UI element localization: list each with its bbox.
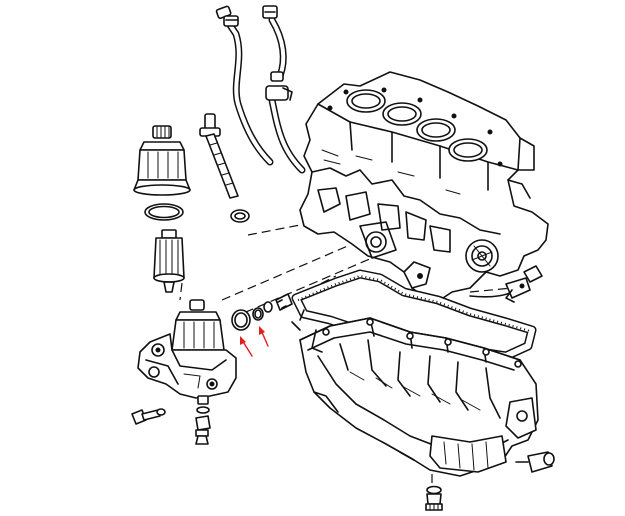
oil-filter-element xyxy=(153,229,185,293)
oil-filter-cap xyxy=(133,125,191,196)
breather-hose-left xyxy=(215,5,274,166)
seal-rings xyxy=(231,293,293,331)
cap-o-ring xyxy=(144,203,184,221)
seal-ring-arrows xyxy=(240,326,269,357)
oil-pan xyxy=(299,317,539,477)
oil-level-sensor xyxy=(469,265,543,303)
housing-bolt xyxy=(131,408,166,425)
oil-filter-housing xyxy=(137,299,237,414)
breather-hose-right xyxy=(262,5,306,174)
pressure-switch xyxy=(195,415,211,445)
drain-plug xyxy=(425,485,443,511)
pan-sensor-plug xyxy=(515,451,555,473)
dipstick-guide-tube xyxy=(199,113,250,223)
engine-block xyxy=(299,71,549,301)
